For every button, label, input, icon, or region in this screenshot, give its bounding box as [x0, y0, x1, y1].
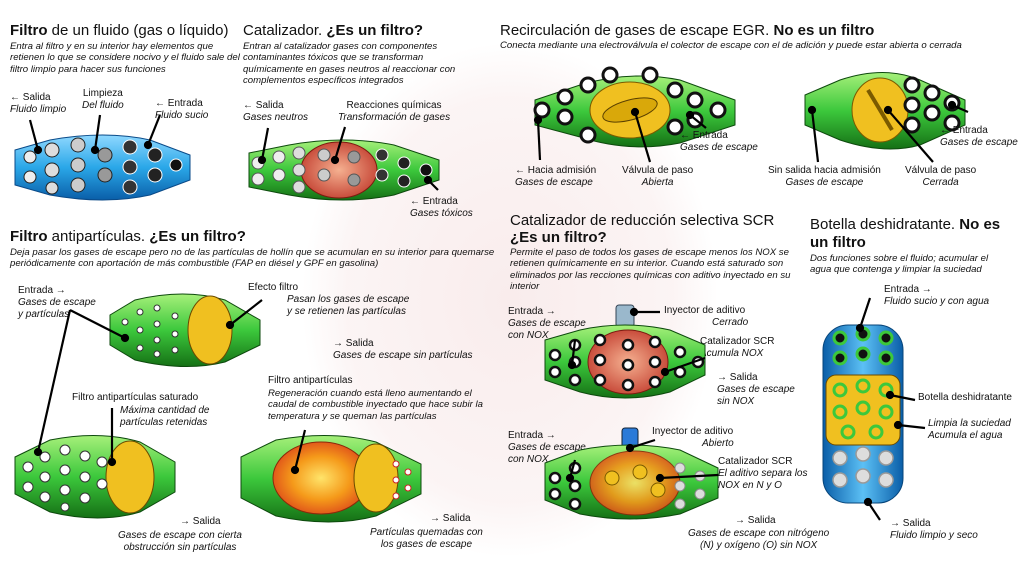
filtro-fluido-desc: Entra al filtro y en su interior hay ele… [10, 41, 240, 75]
botella-title: Botella deshidratante. No es [810, 216, 1001, 233]
catalizador-desc: Entran al catalizador gases con componen… [243, 41, 456, 87]
fap-saturado-label: Filtro antipartículas saturado [72, 392, 199, 403]
scr-open-illustration [544, 427, 719, 520]
filtro-fluido-title: Filtro de un fluido (gas o líquido) [10, 22, 229, 39]
scr-title-question: ¿Es un filtro? [510, 229, 607, 246]
catalizador-title: Catalizador. ¿Es un filtro? [243, 22, 424, 39]
fap-regen-desc: Regeneración cuando está lleno aumentand… [268, 388, 483, 422]
fap-filter-illustration [109, 293, 261, 367]
fap-regeneration-illustration [240, 434, 422, 523]
fap-saturated-illustration [14, 435, 176, 519]
egr-title: Recirculación de gases de escape EGR. No… [500, 22, 875, 39]
fluid-filter-illustration [14, 134, 191, 201]
botella-label: Botella deshidratante [918, 392, 1012, 403]
catalyst-illustration [248, 139, 440, 201]
scr-salida2-sub: Gases de escape con nitrógeno(N) y oxíge… [688, 528, 830, 551]
scr-inyector-label: Inyector de aditivo [664, 305, 746, 316]
scr-salida2-label: → Salida [735, 515, 776, 526]
fap-efecto-label: Efecto filtro [248, 282, 299, 293]
fap-salida3-label: → Salida [430, 513, 471, 524]
scr-title: Catalizador de reducción selectiva SCR [510, 212, 775, 229]
egr-desc: Conecta mediante una electroválvula el c… [500, 40, 962, 51]
scr-closed-illustration [544, 304, 706, 399]
fap-salida2-label: → Salida [180, 516, 221, 527]
botella-title-line2: un filtro [810, 234, 866, 251]
fap-regen-title: Filtro antipartículas [268, 375, 353, 386]
scr-desc: Permite el paso de todos los gases de es… [510, 247, 791, 293]
dehydrator-bottle-illustration [822, 324, 904, 504]
fap-title: Filtro antipartículas. ¿Es un filtro? [10, 228, 246, 245]
fap-desc: Deja pasar los gases de escape pero no d… [10, 247, 495, 270]
scr-inyector2-label: Inyector de aditivo [652, 426, 734, 437]
scr-inyector-sub: Cerrado [712, 317, 749, 328]
botella-desc: Dos funciones sobre el fluido; acumular … [810, 253, 989, 276]
scr-inyector2-sub: Abierto [702, 438, 734, 449]
botella-entrada-label: Entrada →Fluido sucio y con agua [884, 284, 990, 307]
fluid-particles [23, 137, 183, 195]
